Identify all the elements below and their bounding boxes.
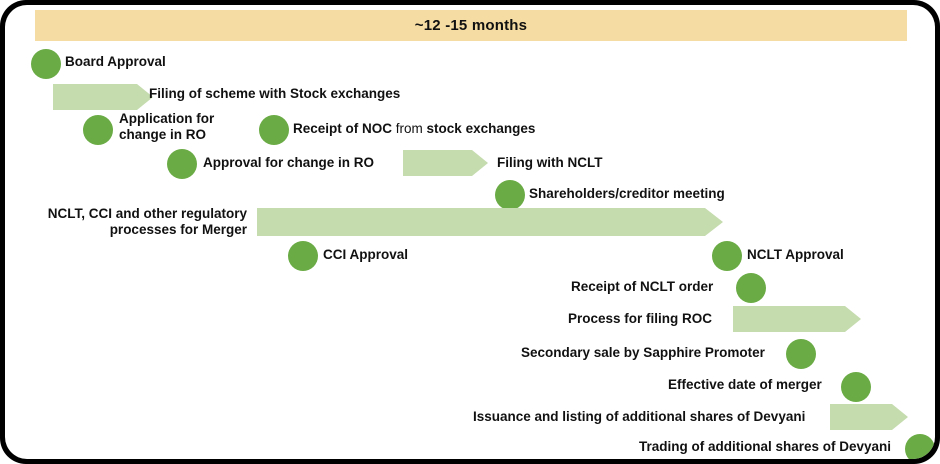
milestone-dot-nclt-approval	[712, 241, 742, 271]
label-line-1: Application for	[119, 111, 215, 126]
label-line-2: change in RO	[119, 127, 207, 142]
timeline-label-nclt-approval: NCLT Approval	[747, 247, 844, 262]
timeline-label-nclt-cci-regulatory-processes: NCLT, CCI and other regulatory processes…	[25, 206, 247, 238]
timeline-label-effective-date-of-merger: Effective date of merger	[668, 377, 822, 392]
milestone-dot-receipt-noc-stock-exchanges	[259, 115, 289, 145]
milestone-dot-board-approval	[31, 49, 61, 79]
milestone-dot-receipt-nclt-order	[736, 273, 766, 303]
timeline-canvas: ~12 -15 months Board Approval Filing of …	[5, 5, 935, 459]
timeline-arrow-process-filing-roc	[733, 306, 861, 332]
timeline-label-issuance-listing-additional-shares-devyani: Issuance and listing of additional share…	[473, 409, 806, 424]
milestone-dot-effective-date-of-merger	[841, 372, 871, 402]
timeline-label-cci-approval: CCI Approval	[323, 247, 409, 262]
label-line-1: NCLT, CCI and other regulatory	[47, 206, 247, 221]
timeline-label-process-filing-roc: Process for filing ROC	[568, 311, 713, 326]
timeline-arrow-filing-with-nclt	[403, 150, 488, 176]
timeline-label-filing-scheme-stock-exchanges: Filing of scheme with Stock exchanges	[149, 86, 401, 101]
duration-banner: ~12 -15 months	[35, 10, 907, 41]
timeline-label-shareholders-creditor-meeting: Shareholders/creditor meeting	[529, 186, 725, 201]
milestone-dot-trading-additional-shares-devyani	[905, 434, 935, 459]
timeline-label-application-change-ro: Application for change in RO	[119, 111, 249, 143]
timeline-label-approval-change-ro: Approval for change in RO	[203, 155, 375, 170]
timeline-label-secondary-sale-sapphire-promoter: Secondary sale by Sapphire Promoter	[521, 345, 765, 360]
milestone-dot-approval-change-ro	[167, 149, 197, 179]
label-part-1: Receipt of NOC	[293, 121, 393, 136]
timeline-arrow-issuance-listing-additional-shares-devyani	[830, 404, 908, 430]
milestone-dot-application-change-ro	[83, 115, 113, 145]
timeline-label-board-approval: Board Approval	[65, 54, 166, 69]
timeline-label-receipt-noc-stock-exchanges: Receipt of NOC from stock exchanges	[293, 121, 535, 137]
label-line-2: processes for Merger	[109, 222, 247, 237]
milestone-dot-secondary-sale-sapphire-promoter	[786, 339, 816, 369]
timeline-arrow-filing-scheme-stock-exchanges	[53, 84, 153, 110]
label-part-3: stock exchanges	[426, 121, 536, 136]
milestone-dot-cci-approval	[288, 241, 318, 271]
duration-banner-label: ~12 -15 months	[414, 17, 528, 34]
timeline-label-receipt-nclt-order: Receipt of NCLT order	[571, 279, 714, 294]
label-part-2: from	[395, 121, 423, 136]
timeline-label-trading-additional-shares-devyani: Trading of additional shares of Devyani	[639, 439, 892, 454]
timeline-label-filing-with-nclt: Filing with NCLT	[497, 155, 603, 170]
milestone-dot-shareholders-creditor-meeting	[495, 180, 525, 210]
timeline-arrow-nclt-cci-regulatory-processes	[257, 208, 723, 236]
